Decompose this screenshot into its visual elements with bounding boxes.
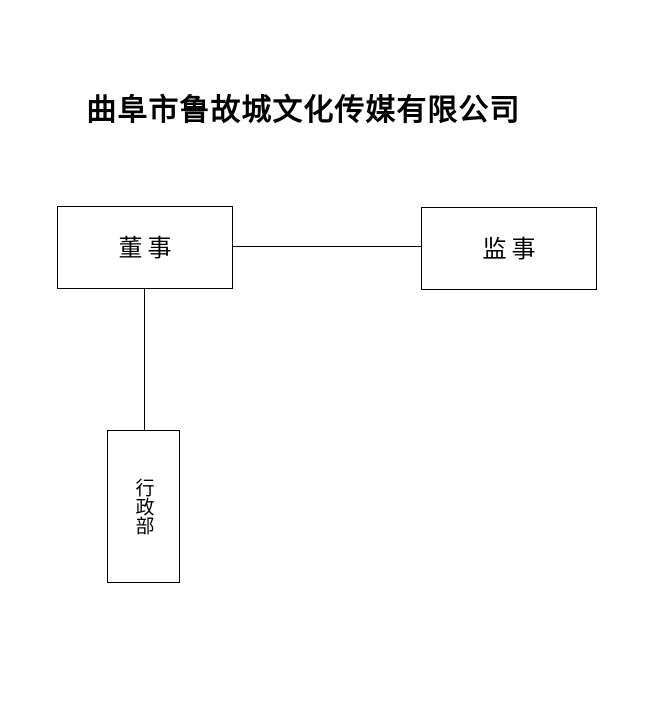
org-node-admin-department-label: 行政部 xyxy=(132,478,155,535)
connector-director-admin-department xyxy=(144,288,146,431)
org-node-director[interactable]: 董事 xyxy=(57,206,233,289)
org-node-supervisor[interactable]: 监事 xyxy=(421,207,597,290)
org-node-admin-department[interactable]: 行政部 xyxy=(107,430,180,583)
page-title: 曲阜市鲁故城文化传媒有限公司 xyxy=(86,93,521,128)
org-node-director-label: 董事 xyxy=(118,233,177,262)
connector-director-supervisor xyxy=(232,246,422,248)
org-node-supervisor-label: 监事 xyxy=(482,234,541,263)
